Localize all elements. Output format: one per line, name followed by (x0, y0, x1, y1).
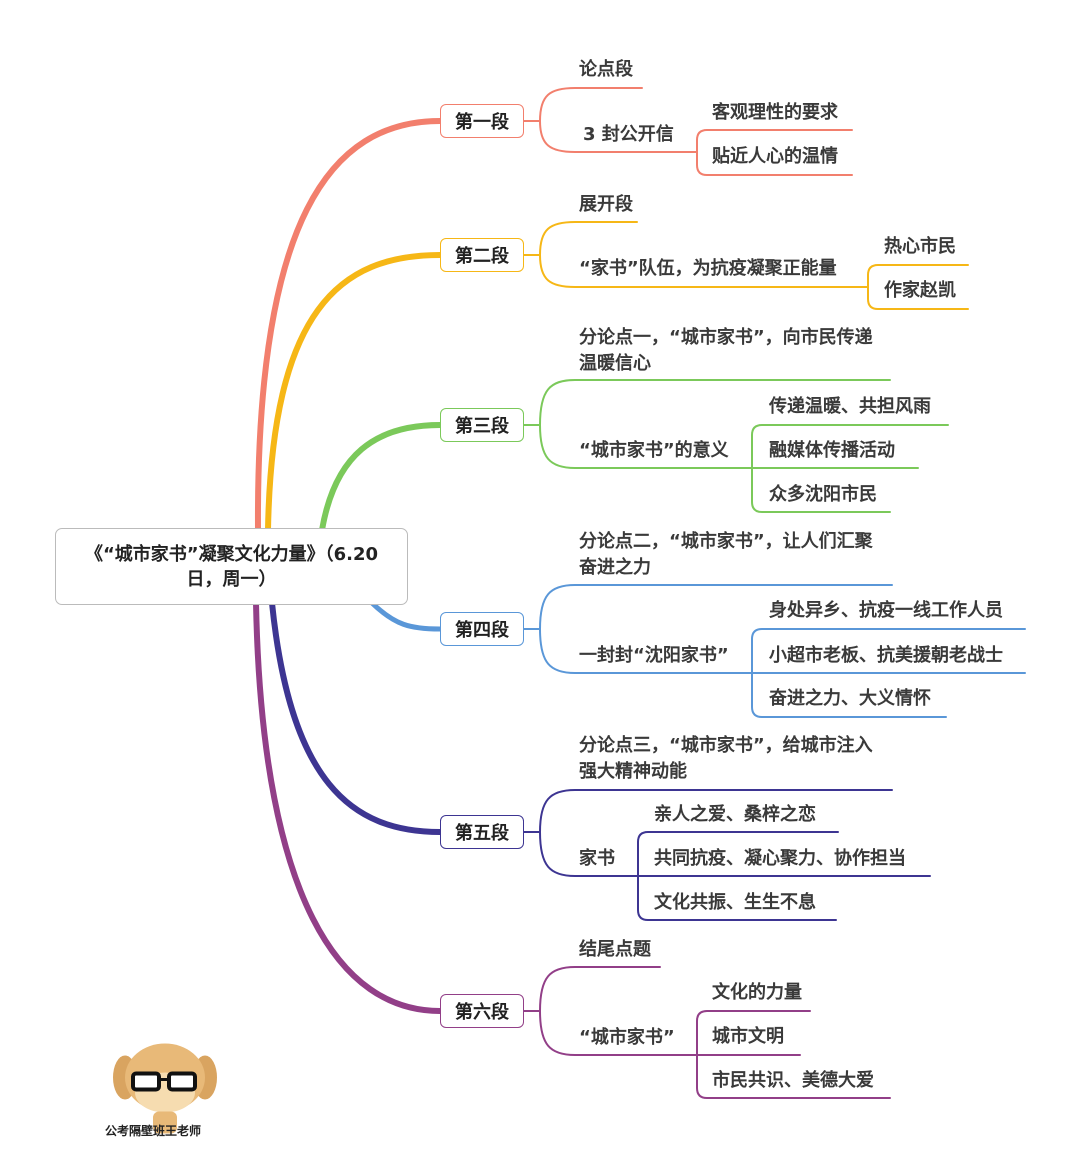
node-text[interactable]: 论点段 (579, 59, 633, 80)
node-text[interactable]: 一封封“沈阳家书” (579, 645, 729, 666)
leaf-text[interactable]: 众多沈阳市民 (769, 484, 877, 505)
leaf-text[interactable]: 贴近人心的温情 (712, 146, 838, 167)
node-text[interactable]: “城市家书” (579, 1027, 675, 1048)
node-text[interactable]: 家书 (579, 848, 615, 869)
section-label: 第一段 (455, 112, 509, 133)
leaf-text[interactable]: 传递温暖、共担风雨 (769, 396, 931, 417)
section-label: 第六段 (455, 1002, 509, 1023)
node-text[interactable]: 3 封公开信 (583, 124, 674, 145)
node-text[interactable]: 分论点二，“城市家书”，让人们汇聚 (579, 531, 873, 552)
trunk-5 (269, 600, 443, 835)
root-title: 《“城市家书”凝聚文化力量》（6.20日，周一） (84, 543, 379, 590)
leaf-text[interactable]: 文化共振、生生不息 (654, 892, 816, 913)
section-node-4[interactable]: 第四段 (440, 612, 524, 646)
node-text[interactable]: 强大精神动能 (579, 761, 687, 782)
trunk-6 (253, 600, 443, 1014)
trunk-2 (265, 252, 443, 533)
section-label: 第五段 (455, 823, 509, 844)
section-node-3[interactable]: 第三段 (440, 408, 524, 442)
leaf-text[interactable]: 文化的力量 (712, 982, 802, 1003)
leaf-text[interactable]: 热心市民 (884, 236, 956, 257)
section-node-2[interactable]: 第二段 (440, 238, 524, 272)
leaf-text[interactable]: 城市文明 (712, 1026, 784, 1047)
leaf-text[interactable]: 小超市老板、抗美援朝老战士 (769, 645, 1003, 666)
section-node-6[interactable]: 第六段 (440, 994, 524, 1028)
section-label: 第二段 (455, 246, 509, 267)
trunk-1 (254, 118, 443, 533)
section-label: 第三段 (455, 416, 509, 437)
trunk-3 (319, 422, 443, 533)
root-node[interactable]: 《“城市家书”凝聚文化力量》（6.20日，周一） (55, 528, 408, 605)
leaf-text[interactable]: 奋进之力、大义情怀 (769, 688, 931, 709)
dog-mascot-icon (113, 1043, 217, 1134)
watermark-label: 公考隔壁班王老师 (105, 1124, 202, 1138)
node-text[interactable]: 分论点三，“城市家书”，给城市注入 (579, 735, 873, 756)
leaf-text[interactable]: 融媒体传播活动 (769, 440, 895, 461)
section-label: 第四段 (455, 620, 509, 641)
leaf-text[interactable]: 作家赵凯 (884, 280, 956, 301)
section-node-5[interactable]: 第五段 (440, 815, 524, 849)
leaf-text[interactable]: 市民共识、美德大爱 (712, 1070, 874, 1091)
node-text[interactable]: “家书”队伍，为抗疫凝聚正能量 (579, 258, 837, 279)
node-text[interactable]: 分论点一，“城市家书”，向市民传递 (579, 327, 873, 348)
node-text[interactable]: “城市家书”的意义 (579, 440, 729, 461)
section-node-1[interactable]: 第一段 (440, 104, 524, 138)
node-text[interactable]: 结尾点题 (579, 939, 651, 960)
trunk-4 (369, 600, 443, 632)
leaf-text[interactable]: 客观理性的要求 (712, 102, 838, 123)
leaf-text[interactable]: 亲人之爱、桑梓之恋 (654, 804, 816, 825)
node-text[interactable]: 温暖信心 (579, 353, 651, 374)
node-text[interactable]: 展开段 (579, 194, 633, 215)
node-text[interactable]: 奋进之力 (579, 557, 651, 578)
leaf-text[interactable]: 共同抗疫、凝心聚力、协作担当 (654, 848, 906, 869)
leaf-text[interactable]: 身处异乡、抗疫一线工作人员 (769, 600, 1003, 621)
